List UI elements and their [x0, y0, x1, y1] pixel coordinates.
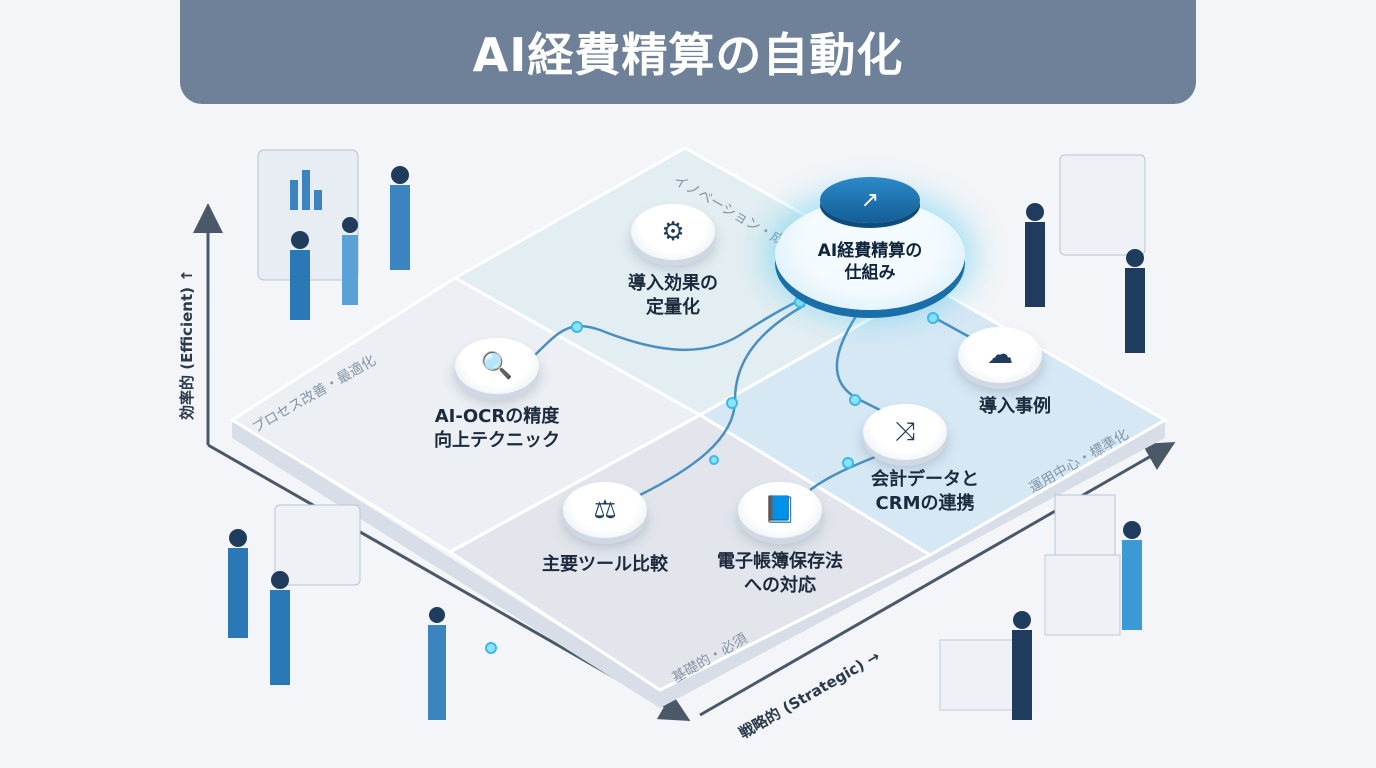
- title-banner: AI経費精算の自動化: [180, 0, 1196, 104]
- node-label-quantification: 導入効果の定量化: [628, 272, 718, 320]
- scan-magnifier-icon[interactable]: 🔍: [455, 338, 539, 394]
- node-label-line2: 定量化: [646, 297, 700, 318]
- node-label-crm-integration: 会計データと CRMの連携: [871, 468, 979, 516]
- cloud-document-icon[interactable]: ☁: [958, 327, 1042, 383]
- node-label-e-book-law: 電子帳簿保存法への対応: [717, 550, 843, 598]
- node-label-line1: 主要ツール比較: [542, 554, 668, 575]
- node-label-line1: 会計データと: [871, 469, 979, 490]
- y-axis-label: 効率的 (Efficient) ↑: [178, 269, 196, 420]
- node-label-line2: CRMの連携: [875, 493, 975, 514]
- hub-label-line1: AI経費精算の: [817, 241, 923, 261]
- node-label-case-studies: 導入事例: [979, 395, 1051, 419]
- node-label-line1: 導入事例: [979, 396, 1051, 417]
- hub-label: AI経費精算の 仕組み: [818, 240, 922, 284]
- node-label-line1: 導入効果の: [628, 273, 718, 294]
- node-label-line2: 向上テクニック: [434, 430, 560, 451]
- ledger-check-icon[interactable]: 📘: [738, 482, 822, 538]
- gear-chart-icon[interactable]: ⚙: [631, 204, 715, 260]
- node-label-line1: AI-OCRの精度: [434, 406, 560, 427]
- hub-label-line2: 仕組み: [844, 263, 896, 283]
- quadrant-basic: [447, 413, 934, 692]
- page-title: AI経費精算の自動化: [472, 28, 904, 82]
- people-illustrations: [228, 149, 1146, 720]
- x-axis-arrow: [699, 442, 1176, 717]
- node-label-tool-comparison: 主要ツール比較: [542, 553, 668, 577]
- scale-icon[interactable]: ⚖: [563, 482, 647, 538]
- node-label-line2: への対応: [744, 575, 816, 596]
- trend-up-icon: ↗: [820, 177, 920, 223]
- node-label-ai-ocr: AI-OCRの精度向上テクニック: [434, 405, 560, 453]
- connector-nodes: [485, 296, 939, 654]
- shuffle-database-icon[interactable]: ⤨: [863, 404, 947, 460]
- node-label-line1: 電子帳簿保存法: [717, 551, 843, 572]
